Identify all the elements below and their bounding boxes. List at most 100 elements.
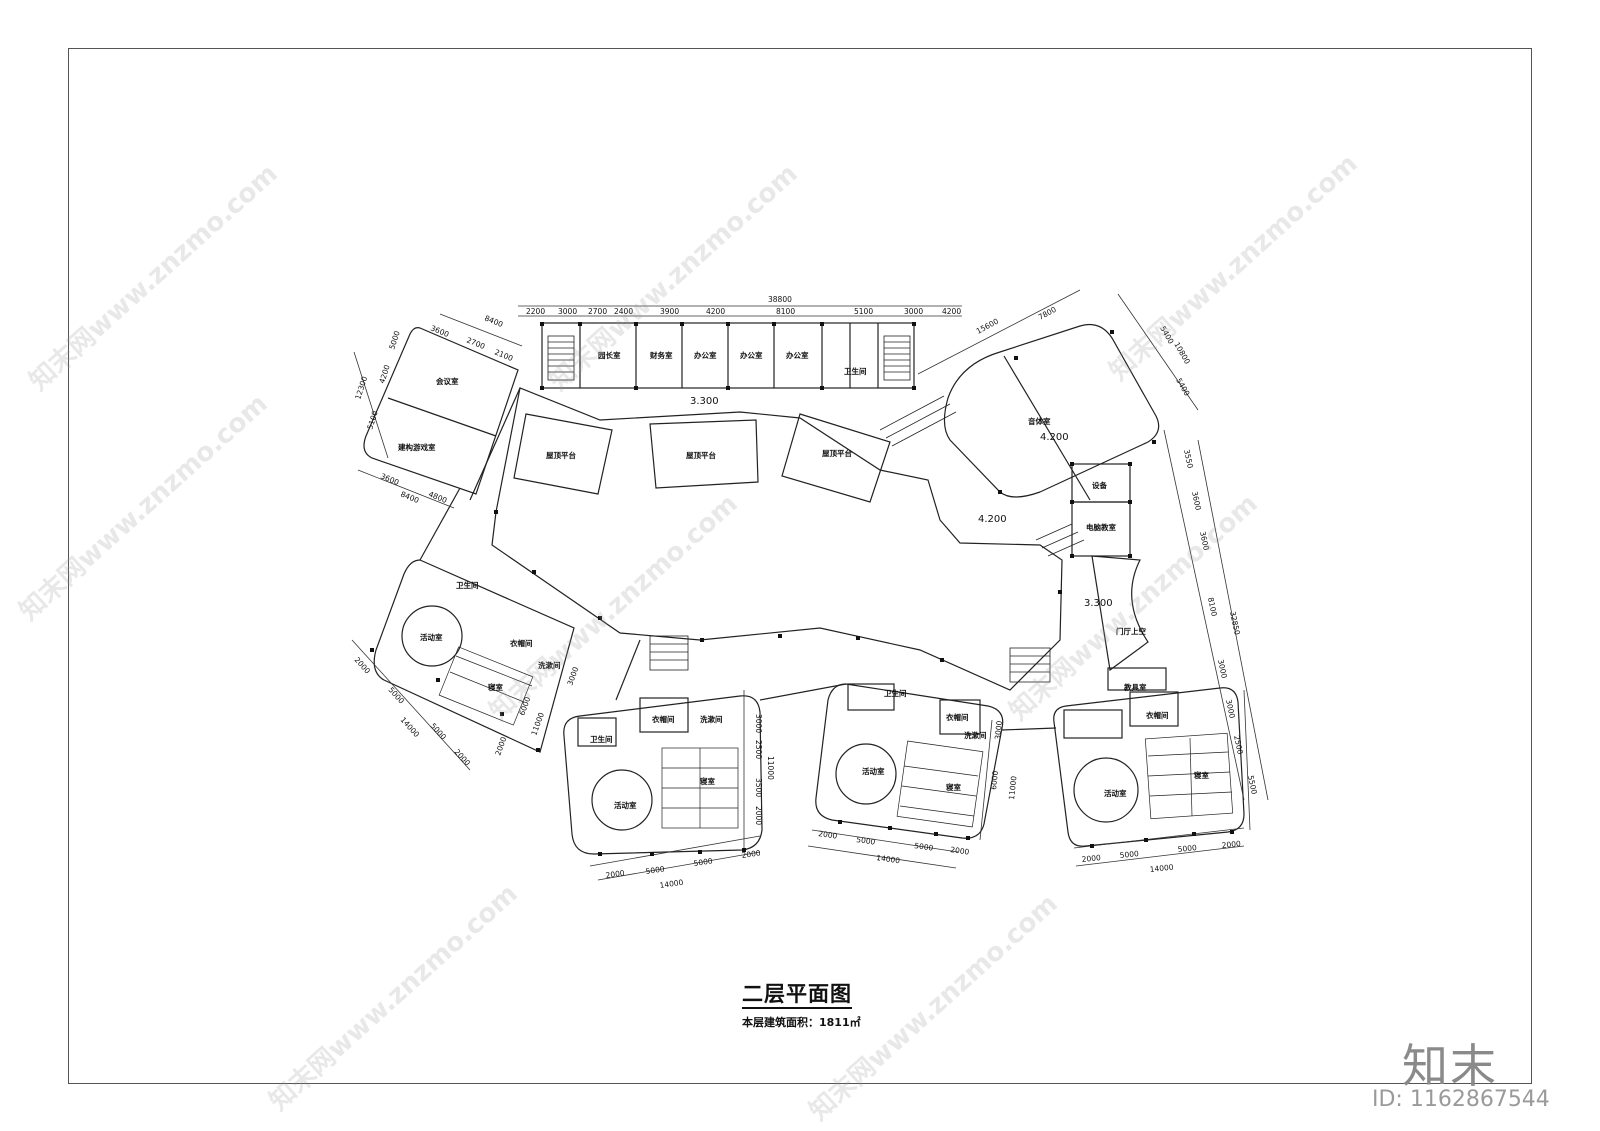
dim-right-5: 3000 (1224, 699, 1237, 720)
room-roof-2: 屋顶平台 (686, 450, 716, 460)
dim-music-v-1: 10800 (1172, 341, 1192, 366)
stair-top-right (883, 335, 911, 381)
dim-u1-5: 2000 (493, 735, 508, 756)
brand-logo: 知末 (1402, 1039, 1498, 1093)
dim-u3-3: 5000 (914, 841, 934, 853)
dim-top-5: 4200 (706, 307, 725, 316)
u2-toilet: 卫生间 (590, 734, 613, 744)
dim-music-h-1: 7800 (1037, 305, 1058, 322)
drawing-frame (68, 48, 1532, 1084)
stair-top-left (547, 335, 575, 381)
toy-room (1107, 667, 1167, 691)
room-office-2: 办公室 (740, 350, 763, 360)
dim-u3-5: 3000 (993, 720, 1004, 740)
room-computer: 电脑教室 (1086, 522, 1116, 532)
column-markers (370, 322, 1234, 856)
meeting-block (363, 327, 519, 495)
u3-activity: 活动室 (862, 766, 885, 776)
u3-wash: 洗漱间 (964, 730, 987, 740)
room-finance: 财务室 (649, 350, 673, 360)
dim-music-h-0: 15600 (975, 317, 1000, 336)
dim-u2-6: 2500 (754, 740, 763, 759)
dim-u2-0: 2000 (605, 868, 625, 880)
room-meeting: 会议室 (436, 376, 459, 386)
dim-u3-0: 2000 (818, 829, 838, 841)
unit-1 (373, 559, 575, 753)
dim-u2-3: 5000 (693, 856, 713, 868)
dim-u1-6: 6000 (517, 695, 532, 716)
room-director: 园长室 (598, 350, 621, 360)
dim-top-0: 2200 (526, 307, 545, 316)
dim-u4-3: 5000 (1177, 843, 1197, 854)
unit-4 (1053, 687, 1245, 847)
dim-top-3: 2400 (614, 307, 633, 316)
u1-toilet: 卫生间 (456, 580, 479, 590)
roof-terrace-1 (513, 413, 613, 495)
unit-3-beds (896, 740, 984, 828)
dim-music-v-2: 5400 (1174, 377, 1191, 398)
dim-u2-4: 2000 (741, 848, 761, 860)
unit-3 (815, 683, 1004, 839)
u3-toilet: 卫生间 (884, 688, 907, 698)
dim-right-1: 3600 (1190, 491, 1203, 512)
dim-u2-5: 3000 (754, 714, 763, 733)
unit-2-beds (661, 747, 739, 829)
dim-left-b-0: 3600 (379, 472, 400, 488)
dim-top-9: 4200 (942, 307, 961, 316)
dim-u1-3: 5000 (429, 721, 449, 741)
unit-3-activity-circle (835, 743, 897, 805)
dim-left-v-3: 5100 (365, 409, 380, 430)
room-office-3: 办公室 (786, 350, 809, 360)
dim-left-b-2: 4800 (427, 490, 448, 506)
u2-activity: 活动室 (614, 800, 637, 810)
stair-east (1009, 647, 1051, 683)
u4-activity: 活动室 (1104, 788, 1127, 798)
dim-u4-1: 5000 (1119, 849, 1139, 860)
main-corridor (491, 387, 1063, 691)
u1-activity: 活动室 (420, 632, 443, 642)
dim-u1-2: 14000 (399, 715, 422, 739)
u3-cloak: 衣帽间 (946, 712, 969, 722)
dim-u2-7: 11000 (766, 756, 775, 780)
u2-wash: 洗漱间 (700, 714, 723, 724)
u1-wash: 洗漱间 (538, 660, 561, 670)
drawing-subtitle: 本层建筑面积：1811㎡ (742, 1016, 861, 1029)
dim-left-a-1: 8400 (483, 314, 504, 330)
dim-top-4: 3900 (660, 307, 679, 316)
dim-right-2: 3600 (1198, 531, 1211, 552)
dim-u2-1: 5000 (645, 864, 665, 876)
room-office-1: 办公室 (694, 350, 717, 360)
dim-top-2: 2700 (588, 307, 607, 316)
level-2: 4.200 (1040, 432, 1069, 443)
dim-u2-2: 14000 (659, 878, 684, 890)
u4-bed: 寝室 (1194, 770, 1210, 780)
dim-u3-4: 2000 (950, 845, 970, 857)
dim-u1-4: 2000 (453, 747, 473, 767)
computer-room (1071, 501, 1131, 557)
unit-4-activity-circle (1073, 757, 1139, 823)
music-hall (943, 323, 1160, 498)
dim-u3-6: 6000 (989, 770, 1000, 790)
room-music: 音体室 (1028, 416, 1051, 426)
dim-u3-1: 5000 (856, 835, 876, 847)
u2-bed: 寝室 (700, 776, 715, 786)
dim-right-6: 2500 (1232, 735, 1245, 756)
dim-top-8: 3000 (904, 307, 923, 316)
room-roof-3: 屋顶平台 (822, 448, 852, 458)
dim-music-v-0: 5400 (1158, 325, 1175, 346)
dim-u4-0: 2000 (1081, 853, 1101, 864)
level-4: 3.300 (1084, 598, 1113, 609)
u3-bed: 寝室 (946, 782, 961, 792)
room-toy: 教具室 (1123, 682, 1147, 692)
room-roof-1: 屋顶平台 (546, 450, 576, 460)
unit-4-beds (1144, 732, 1234, 820)
drawing-title: 二层平面图 (742, 982, 852, 1009)
unit-1-activity-circle (401, 605, 463, 667)
u4-cloak: 衣帽间 (1146, 710, 1169, 720)
dim-u2-9: 2000 (754, 806, 763, 825)
room-hall-void: 门厅上空 (1116, 626, 1146, 636)
unit-2-activity-circle (591, 769, 653, 831)
level-3: 4.200 (978, 514, 1007, 525)
